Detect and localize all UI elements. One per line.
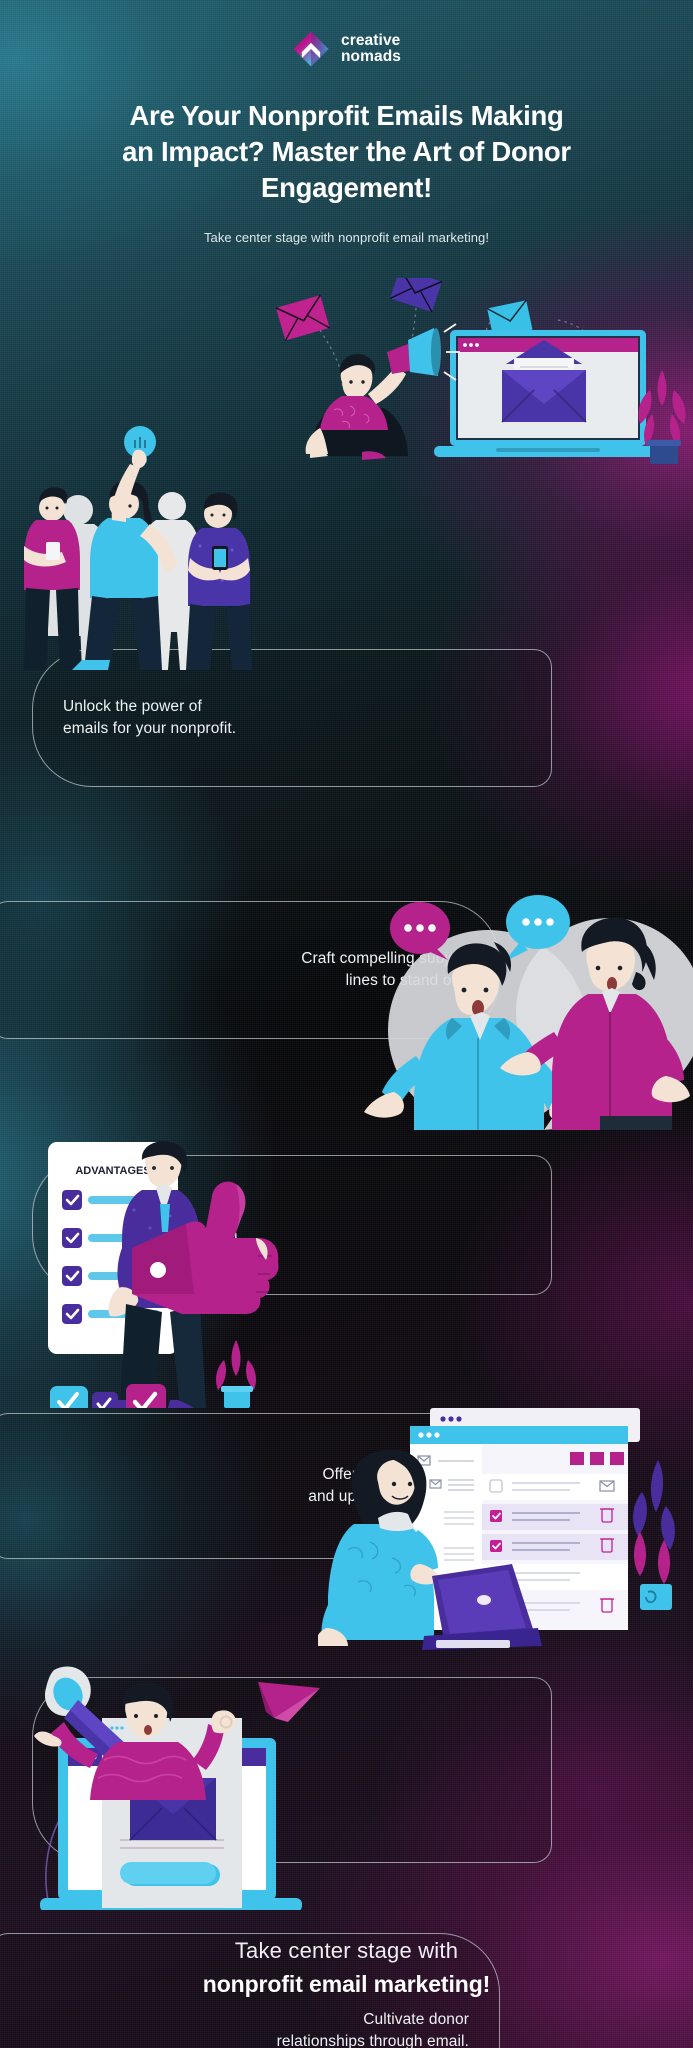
seated-man-with-megaphone <box>305 323 460 460</box>
plant-decor-right <box>633 1460 675 1610</box>
brand-wordmark: creative nomads <box>341 33 401 65</box>
bubble-backdrop-right <box>516 918 693 1106</box>
card-craft-subject-lines[interactable]: Craft compelling subject lines to stand … <box>0 901 500 1040</box>
chat-bubble-purple <box>572 1084 624 1130</box>
page-title: Are Your Nonprofit Emails Making an Impa… <box>122 100 571 203</box>
inbox-row-2-selected <box>482 1504 628 1530</box>
person-grey-back-2 <box>142 492 200 670</box>
illustration-group-of-people-with-lightbulb <box>24 426 252 670</box>
inbox-row-4 <box>482 1564 628 1590</box>
card-unlock-power[interactable]: Unlock the power of emails for your nonp… <box>32 649 552 788</box>
brand-logo[interactable]: creative nomads <box>0 30 693 68</box>
person-grey-back-1 <box>48 495 108 670</box>
pink-tabs <box>570 1452 624 1465</box>
envelope-graphic <box>501 340 587 423</box>
dotted-trails <box>319 307 595 391</box>
person-purple-phone <box>186 492 252 670</box>
brand-name-line2: nomads <box>340 48 402 65</box>
lightbulb-icon <box>124 426 156 463</box>
footer-line-2: nonprofit email marketing! <box>202 1971 491 1997</box>
floating-check-tiles <box>50 1384 166 1408</box>
page-tagline: Take center stage with nonprofit email m… <box>204 230 489 246</box>
card-personalized[interactable]: Send personalized messages for connectio… <box>32 1155 552 1296</box>
plant-decor <box>638 370 686 464</box>
header: creative nomads Are Your Nonprofit Email… <box>0 0 693 245</box>
illustration-man-with-megaphone-laptop-envelope <box>275 278 686 464</box>
card-text: Unlock the power of emails for your nonp… <box>63 698 237 738</box>
card-email-analytics[interactable]: Use email analytics to optimize campaign… <box>32 1677 552 1864</box>
brand-name-line1: creative <box>340 32 401 50</box>
plant-decor-small <box>216 1340 256 1408</box>
person-teal-raising-hand <box>72 449 178 670</box>
person-magenta-left <box>24 487 80 670</box>
laptop-small <box>422 1564 542 1650</box>
floating-envelopes <box>275 278 533 341</box>
card-text: Send personalized messages for connectio… <box>63 1205 243 1245</box>
chat-bubble-cyan <box>504 895 570 962</box>
footer: Take center stage with nonprofit email m… <box>0 1888 693 2048</box>
laptop <box>434 330 662 457</box>
footer-line-1: Take center stage with <box>234 1938 459 1963</box>
card-text: Craft compelling subject lines to stand … <box>301 950 469 990</box>
inbox-row-1 <box>482 1474 628 1500</box>
inbox-row-5 <box>512 1598 614 1613</box>
card-exclusive-perks[interactable]: Offer exclusive perks and updates to don… <box>0 1413 500 1560</box>
card-text: Use email analytics to optimize campaign… <box>63 1750 216 1790</box>
woman-in-magenta-shirt <box>500 917 690 1130</box>
card-text: Offer exclusive perks and updates to don… <box>308 1466 469 1506</box>
inbox-row-3-selected <box>482 1534 628 1560</box>
creative-nomads-diamond-logo-icon <box>293 31 329 67</box>
